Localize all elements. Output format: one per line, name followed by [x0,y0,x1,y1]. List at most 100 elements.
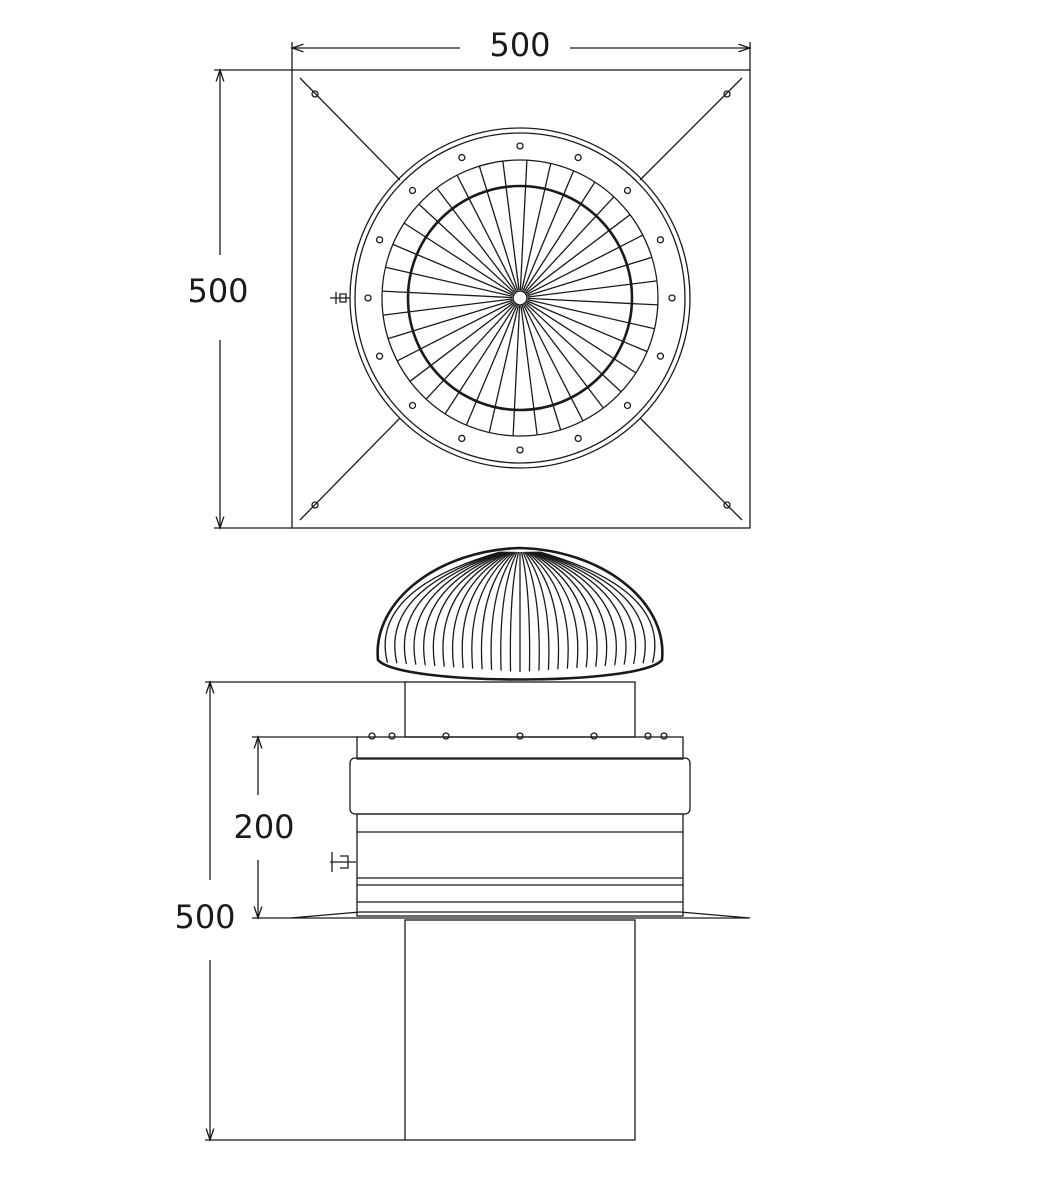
dome-rib [403,551,504,665]
grille-spoke [522,170,575,291]
dome-rib [526,551,569,669]
screw-icon [516,732,524,740]
grille-spoke [385,266,513,297]
grille-spoke [465,305,518,426]
screw-icon [408,186,417,195]
grille-spoke [382,298,513,316]
dome-rib [461,551,512,669]
grille-spoke [521,163,552,291]
grille-spoke [409,302,515,382]
dome-rib [520,551,531,672]
dome-rib [423,551,507,666]
collar-height-label: 200 [233,808,294,846]
mounting-hole-icon [311,90,319,98]
grille-spoke [524,303,604,409]
grille-spoke [436,187,516,293]
dome-rib [533,551,617,666]
grille-spoke [396,301,514,362]
grille-spoke [527,299,655,330]
height-dimension-label: 500 [187,272,248,310]
grille-spoke [403,222,514,295]
total-height-label: 500 [174,898,235,936]
dome-rib [384,551,501,663]
screw-icon [375,236,384,244]
dome-rib [509,551,520,672]
dome-rib [531,551,598,667]
screw-icon [516,142,524,150]
dome-rib [394,551,502,664]
dome-rib [432,551,508,667]
dome-rib [525,551,560,670]
dome-rib [490,551,517,671]
grille-spoke [444,304,517,415]
upper-collar [356,736,684,760]
screw-icon [408,401,417,410]
mounting-hole-icon [723,501,731,509]
flashing-flange [289,911,751,919]
screw-icon [574,153,582,162]
screw-icon [574,434,582,443]
dome-rib [529,551,589,668]
grille-spoke [502,160,520,291]
collar-screws [368,732,668,740]
screw-icon [368,732,376,740]
dome-rib [413,551,505,665]
screw-icon [458,434,466,443]
screw-icon [364,294,372,302]
grille-spoke [523,304,584,422]
screw-icon [458,153,466,162]
screw-icon [623,186,632,195]
grille-spoke [521,305,562,431]
dome-rib [539,551,656,663]
screw-icon [656,236,665,244]
sleeve-grooves [357,831,683,903]
grille-spoke [527,297,658,306]
grille-spoke [392,243,513,296]
screw-icon [375,352,384,360]
pipe [404,919,636,1141]
grille-spoke [526,234,644,295]
dome-rib [532,551,608,667]
screw-icon [668,294,676,302]
collar-band [349,757,691,815]
wing-nut-icon [330,292,350,304]
grille-spoke [456,174,517,292]
side-view: 500 200 [174,546,751,1141]
dome-rib [528,551,579,669]
corner-holes [311,90,731,509]
grille-spoke [527,256,653,297]
grille-rim [381,159,659,437]
grille-spoke [425,303,516,400]
turbine-dome [376,546,664,681]
screw-icon [442,732,450,740]
grille-spokes [382,160,658,436]
grille-inner-ring [406,184,634,412]
screw-icon [590,732,598,740]
dome-rib [480,551,515,670]
grille-spoke [382,290,513,299]
screw-icon [388,732,396,740]
dome-rib [442,551,509,667]
base-plate [291,69,751,529]
dome-rib [522,551,540,671]
dome-rib [523,551,550,671]
grille-spoke [478,165,519,291]
turbine-neck [404,681,636,738]
plate-fold-lines [299,77,743,521]
dome-rib [535,551,627,665]
wing-nut-icon [330,852,356,872]
dome-rib [451,551,511,668]
screw-icon [516,446,524,454]
grille-spoke [387,299,513,340]
grille-spoke [527,300,648,353]
dome-rib [500,551,518,671]
mounting-hole-icon [723,90,731,98]
grille-spoke [520,305,538,436]
grille-spoke [488,305,519,433]
dome-rib [538,551,646,664]
screw-icon [660,732,668,740]
lower-sleeve [356,813,684,917]
grille-spoke [519,160,528,291]
screw-icon [656,352,665,360]
